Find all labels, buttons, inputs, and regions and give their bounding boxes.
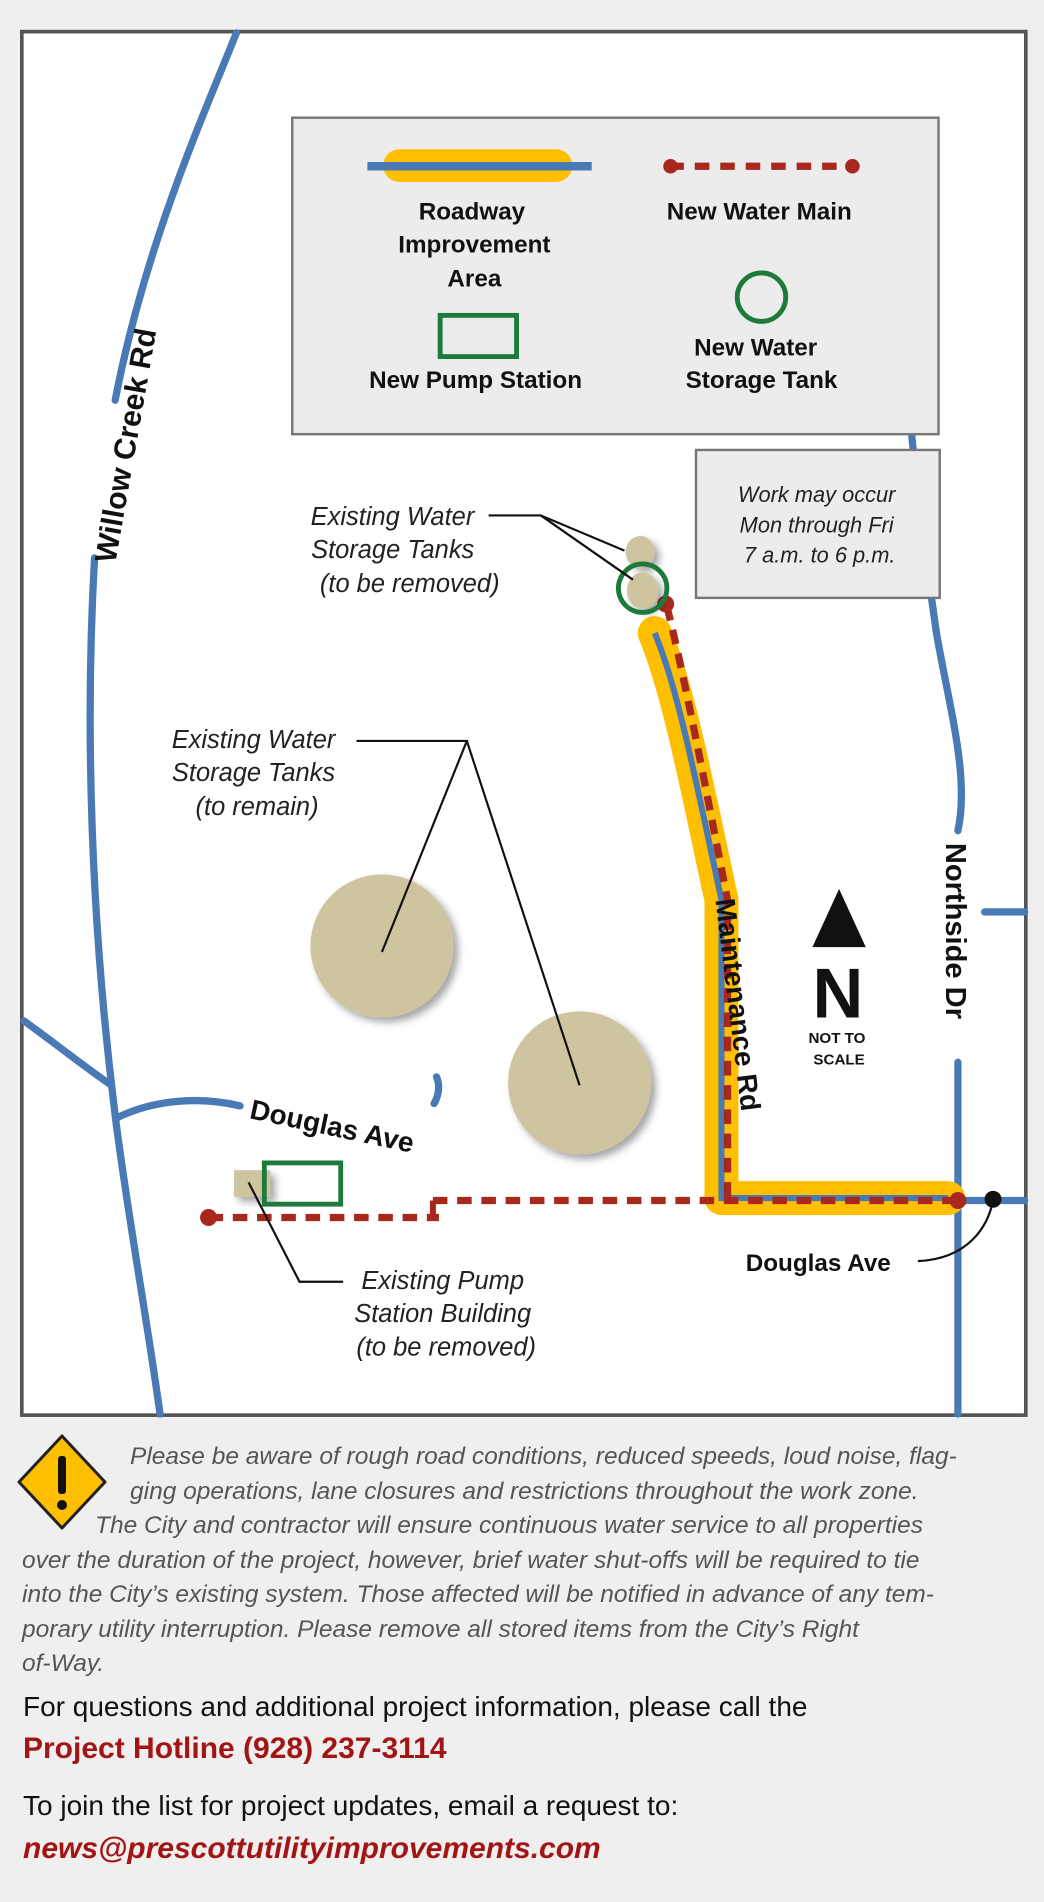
willow-creek-road <box>86 29 241 1418</box>
legend-pump-swatch <box>437 312 519 360</box>
callout-tanks-removed: Existing Water Storage Tanks (to be remo… <box>311 503 500 598</box>
new-pump-station <box>261 1160 344 1207</box>
callout-tanks-remain: Existing Water Storage Tanks (to remain) <box>172 726 343 821</box>
svg-text:Work may occur Mon throu: Work may occur Mon through Fri 7 a.m. to… <box>738 482 902 568</box>
warning-icon <box>17 1434 107 1530</box>
callout-pump-removed: Existing Pump Station Building (to be re… <box>354 1267 538 1362</box>
project-map: Existing Water Storage Tanks (to be remo… <box>20 29 1029 1418</box>
water-main-end <box>200 1209 218 1226</box>
notice-text: Please be aware of rough road conditions… <box>22 1443 957 1677</box>
north-arrow-icon <box>812 888 866 948</box>
douglas-east-label: Douglas Ave <box>746 1250 891 1277</box>
douglas-ave-marker <box>984 1190 1002 1208</box>
svg-text:Roadway Improvement: Roadway Improvement Area New Water Main … <box>369 199 858 395</box>
legend: Roadway Improvement Area New Water Main … <box>291 116 940 436</box>
new-storage-tank <box>615 561 670 615</box>
existing-tank-removed <box>625 536 655 568</box>
legend-tank-swatch <box>734 270 789 324</box>
willow-branch-road <box>20 1017 116 1089</box>
maintenance-road <box>651 631 949 1202</box>
existing-tank-removed <box>626 572 659 609</box>
water-main-end <box>949 1192 967 1210</box>
contact-question: For questions and additional project inf… <box>23 1691 808 1722</box>
douglas-ave-west-road <box>112 1073 443 1122</box>
existing-tank-remain <box>310 874 454 1018</box>
water-main-north <box>663 605 732 1199</box>
schedule-box: Work may occur Mon through Fri 7 a.m. to… <box>694 448 941 600</box>
project-hotline[interactable]: Project Hotline (928) 237-3114 <box>23 1732 447 1765</box>
contact-email-link[interactable]: news@prescottutilityimprovements.com <box>23 1832 601 1865</box>
contact-join: To join the list for project updates, em… <box>23 1790 679 1821</box>
northside-label: Northside Dr <box>939 843 971 1019</box>
not-to-scale: NOT TO SCALE <box>809 1030 870 1069</box>
north-letter: N <box>812 953 863 1032</box>
